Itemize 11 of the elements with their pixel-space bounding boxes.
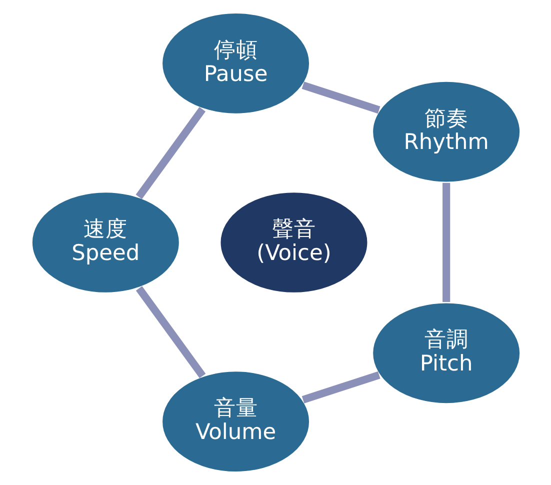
node-ellipse: 速度 Speed	[30, 190, 181, 295]
node-ellipse: 聲音 (Voice)	[218, 190, 369, 295]
node-ellipse: 音調 Pitch	[370, 301, 522, 406]
connector	[442, 182, 450, 302]
connector	[301, 371, 380, 404]
connector	[135, 286, 206, 378]
connector	[301, 82, 380, 114]
node-ellipse: 音量 Volume	[160, 370, 311, 474]
node-ellipse: 節奏 Rhythm	[370, 80, 522, 184]
connector	[135, 107, 206, 200]
node-ellipse: 停頓 Pause	[160, 11, 311, 116]
